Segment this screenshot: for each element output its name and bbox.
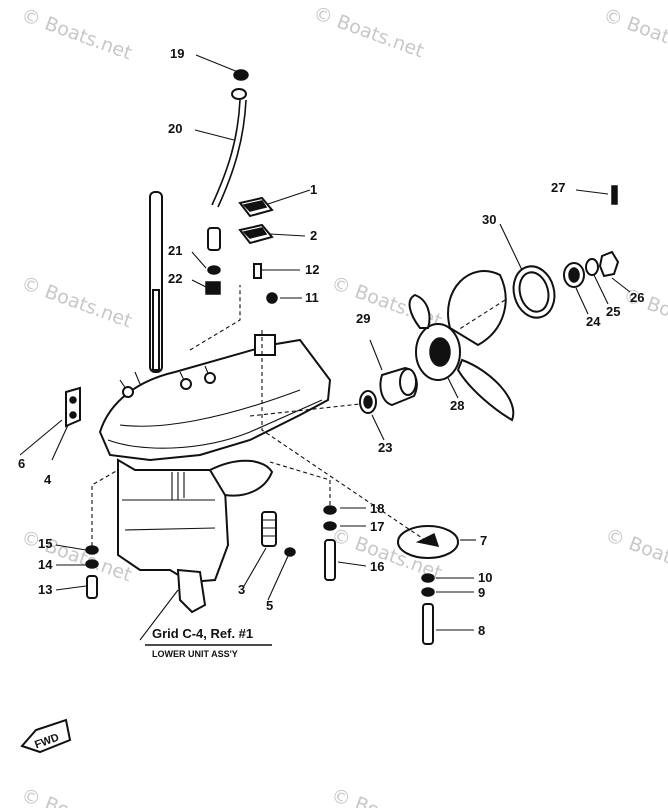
callout-30: 30 — [482, 212, 496, 227]
assembly-name: LOWER UNIT ASS'Y — [152, 649, 238, 659]
watermark: © Boats.net — [328, 784, 444, 808]
grid-reference: Grid C-4, Ref. #1 — [152, 626, 253, 641]
callout-11: 11 — [305, 290, 319, 305]
callout-8: 8 — [478, 623, 485, 638]
seal-blocks — [238, 196, 278, 304]
trim-tab — [65, 386, 81, 428]
callout-labels: 19 20 1 2 21 12 22 11 27 30 29 26 25 24 … — [18, 46, 644, 638]
reference-note: Grid C-4, Ref. #1 LOWER UNIT ASS'Y — [145, 626, 272, 659]
callout-1: 1 — [310, 182, 317, 197]
callout-29: 29 — [356, 311, 370, 326]
callout-17: 17 — [370, 519, 384, 534]
watermark: © Boats.net — [18, 4, 134, 64]
callout-14: 14 — [38, 557, 53, 572]
callout-16: 16 — [370, 559, 384, 574]
watermark: © Boats.net — [602, 524, 668, 584]
callout-22: 22 — [168, 271, 182, 286]
water-tube — [205, 69, 249, 295]
fwd-arrow: FWD — [20, 718, 72, 754]
screw-stack-16 — [323, 505, 337, 581]
watermark: © Boats.net — [600, 4, 668, 64]
callout-19: 19 — [170, 46, 184, 61]
callout-12: 12 — [305, 262, 319, 277]
callout-23: 23 — [378, 440, 392, 455]
callout-2: 2 — [310, 228, 317, 243]
callout-7: 7 — [480, 533, 487, 548]
callout-27: 27 — [551, 180, 565, 195]
callout-18: 18 — [370, 501, 384, 516]
callout-28: 28 — [450, 398, 464, 413]
watermark: © Boats.net — [310, 2, 426, 62]
propeller-assembly — [359, 185, 620, 422]
callout-24: 24 — [586, 314, 601, 329]
callout-20: 20 — [168, 121, 182, 136]
callout-21: 21 — [168, 243, 182, 258]
callout-9: 9 — [478, 585, 485, 600]
watermark: © Boats.net — [18, 784, 134, 808]
callout-3: 3 — [238, 582, 245, 597]
anode — [261, 511, 296, 557]
callout-6: 6 — [18, 456, 25, 471]
callout-25: 25 — [606, 304, 620, 319]
lower-unit-housing — [98, 191, 332, 614]
callout-13: 13 — [38, 582, 52, 597]
callout-15: 15 — [38, 536, 52, 551]
callout-10: 10 — [478, 570, 492, 585]
callout-26-top: 26 — [630, 290, 644, 305]
leader-lines — [19, 54, 631, 641]
cover-plate — [397, 525, 459, 645]
watermark: © Boats.net — [18, 272, 134, 332]
callout-5: 5 — [266, 598, 273, 613]
callout-4: 4 — [44, 472, 52, 487]
